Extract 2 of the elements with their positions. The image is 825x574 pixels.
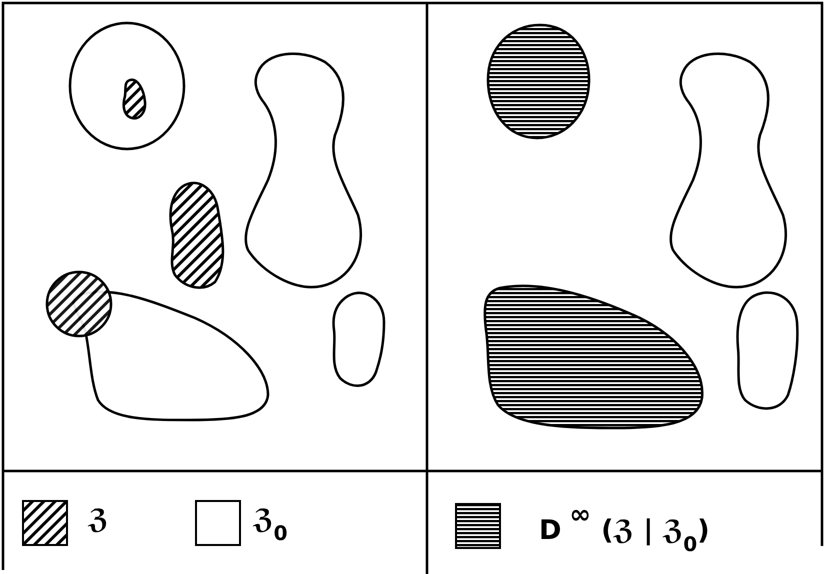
legend-label: ℨ	[88, 506, 109, 533]
legend-label: ℨ$_{0}$	[253, 506, 288, 543]
